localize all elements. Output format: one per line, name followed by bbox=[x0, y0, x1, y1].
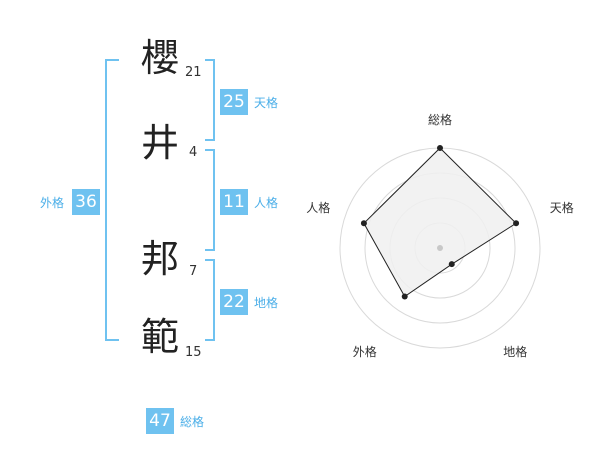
radar-polygon bbox=[363, 147, 517, 298]
stroke-count-2: 4 bbox=[189, 145, 198, 160]
radar-point-4 bbox=[360, 220, 367, 227]
radar-axis-label-0: 総格 bbox=[428, 113, 453, 127]
radar-point-2 bbox=[448, 261, 455, 268]
tenkaku-label: 天格 bbox=[254, 96, 279, 110]
chikaku-score-badge: 22 bbox=[220, 289, 248, 315]
radar-axis-label-1: 天格 bbox=[549, 201, 574, 216]
stroke-count-3: 7 bbox=[189, 264, 198, 279]
radar-axis-label-3: 外格 bbox=[352, 344, 377, 359]
radar-point-1 bbox=[513, 220, 520, 227]
name-char-2: 井 bbox=[141, 121, 180, 165]
gaikaku-score-badge: 36 bbox=[72, 189, 100, 215]
stroke-count-4: 15 bbox=[185, 345, 202, 360]
gaikaku-label: 外格 bbox=[40, 196, 65, 210]
radar-axis-label-4: 人格 bbox=[306, 201, 331, 216]
radar-point-3 bbox=[401, 293, 408, 300]
soukaku-label: 総格 bbox=[180, 415, 205, 429]
name-char-4: 範 bbox=[141, 315, 180, 359]
radar-chart bbox=[339, 145, 541, 349]
soukaku-score-badge: 47 bbox=[146, 408, 174, 434]
radar-axis-label-2: 地格 bbox=[503, 344, 528, 359]
jinkaku-score-badge: 11 bbox=[220, 189, 248, 215]
chikaku-label: 地格 bbox=[254, 296, 279, 310]
stroke-count-1: 21 bbox=[185, 65, 202, 80]
radar-center-dot bbox=[437, 245, 443, 251]
tenkaku-score-badge: 25 bbox=[220, 89, 248, 115]
radar-point-0 bbox=[437, 145, 443, 151]
name-char-3: 邦 bbox=[141, 237, 180, 281]
name-char-1: 櫻 bbox=[141, 36, 180, 80]
jinkaku-label: 人格 bbox=[254, 196, 279, 210]
